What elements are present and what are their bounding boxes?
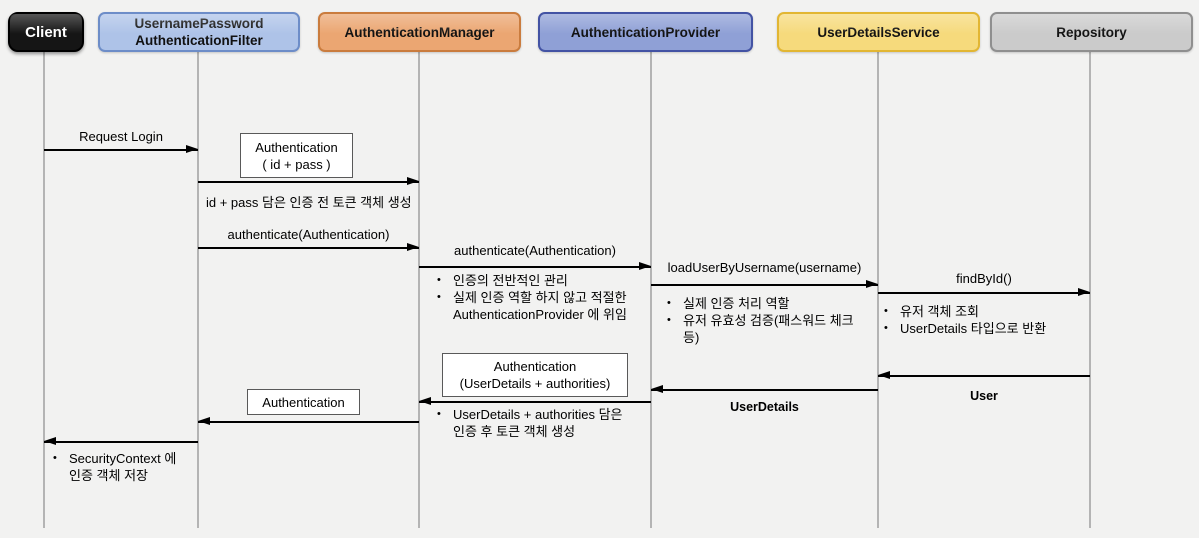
arrow-line [44, 441, 198, 443]
note-item: UserDetails + authorities 담은 인증 후 토큰 객체 … [434, 406, 646, 440]
arrow-head-icon [407, 177, 419, 186]
lifeline-client [43, 51, 45, 528]
note-authentication-user-details: Authentication (UserDetails + authoritie… [442, 353, 628, 397]
arrow-line [651, 389, 878, 391]
note-item: 유저 객체 조회 [881, 303, 1093, 320]
arrow-line [198, 421, 419, 423]
lifeline-repo [1089, 51, 1091, 528]
label-return-user: User [970, 389, 998, 403]
bullet-icon [434, 272, 453, 289]
participant-authentication-manager: AuthenticationManager [318, 12, 521, 52]
label-authenticate-to-provider: authenticate(Authentication) [454, 243, 616, 258]
arrow-head-icon [198, 417, 210, 426]
participant-repository: Repository [990, 12, 1193, 52]
note-line: (UserDetails + authorities) [459, 376, 611, 391]
bullet-icon [664, 312, 683, 329]
note-item: 인증의 전반적인 관리 [434, 272, 652, 289]
arrow-head-icon [44, 437, 56, 446]
caption-pre-token: id + pass 담은 인증 전 토큰 객체 생성 [206, 195, 412, 210]
participant-authentication-provider: AuthenticationProvider [538, 12, 753, 52]
note-item: 실제 인증 처리 역할 [664, 295, 882, 312]
arrow-head-icon [407, 243, 419, 252]
note-item: UserDetails 타입으로 반환 [881, 320, 1093, 337]
participant-filter-label-line1: UsernamePassword [134, 16, 264, 31]
bullet-icon [664, 295, 683, 312]
bullet-icon [881, 320, 900, 337]
arrow-head-icon [866, 280, 878, 289]
participant-user-details-service: UserDetailsService [777, 12, 980, 52]
note-text: 실제 인증 처리 역할 [683, 296, 790, 311]
label-request-login: Request Login [79, 129, 163, 144]
note-item: SecurityContext 에 인증 객체 저장 [50, 450, 220, 484]
participant-client: Client [8, 12, 84, 52]
participant-repo-label: Repository [1056, 24, 1127, 40]
arrow-head-icon [419, 397, 431, 406]
lifeline-filter [197, 51, 199, 528]
bullet-icon [434, 289, 453, 306]
arrow-line [419, 401, 651, 403]
arrow-head-icon [878, 371, 890, 380]
participant-provider-label: AuthenticationProvider [570, 24, 721, 40]
note-text: UserDetails + authorities 담은 인증 후 토큰 객체 … [453, 407, 623, 439]
note-text: 인증의 전반적인 관리 [453, 273, 568, 288]
arrow-line [44, 149, 198, 151]
arrow-head-icon [186, 145, 198, 154]
lifeline-manager [418, 51, 420, 528]
bullet-icon [50, 450, 69, 467]
note-line: Authentication [493, 359, 577, 374]
label-return-user-details: UserDetails [730, 400, 799, 414]
participant-manager-label: AuthenticationManager [344, 24, 495, 40]
lifeline-provider [650, 51, 652, 528]
arrow-head-icon [651, 385, 663, 394]
note-line: Authentication [262, 394, 345, 410]
notes-manager: 인증의 전반적인 관리 실제 인증 역할 하지 않고 적절한 Authentic… [434, 272, 652, 323]
notes-uds: 유저 객체 조회 UserDetails 타입으로 반환 [881, 303, 1093, 337]
participant-authentication-filter: UsernamePassword AuthenticationFilter [98, 12, 300, 52]
note-text: UserDetails 타입으로 반환 [900, 321, 1047, 336]
arrow-line [198, 247, 419, 249]
participant-filter-label-line2: AuthenticationFilter [135, 33, 263, 48]
arrow-line [198, 181, 419, 183]
note-authentication: Authentication [247, 389, 360, 415]
lifeline-uds [877, 51, 879, 528]
arrow-line [878, 375, 1090, 377]
participant-client-label: Client [25, 23, 67, 41]
note-text: SecurityContext 에 인증 객체 저장 [69, 451, 177, 483]
label-find-by-id: findById() [956, 271, 1012, 286]
note-line: Authentication [255, 139, 338, 155]
notes-client: SecurityContext 에 인증 객체 저장 [50, 450, 220, 484]
arrow-head-icon [639, 262, 651, 271]
bullet-icon [434, 406, 453, 423]
label-authenticate-to-manager: authenticate(Authentication) [227, 227, 390, 242]
notes-provider: 실제 인증 처리 역할 유저 유효성 검증(패스워드 체크 등) [664, 295, 882, 346]
arrow-line [419, 266, 651, 268]
participant-uds-label: UserDetailsService [817, 24, 940, 40]
arrow-line [651, 284, 878, 286]
note-item: 유저 유효성 검증(패스워드 체크 등) [664, 312, 882, 346]
notes-post-token: UserDetails + authorities 담은 인증 후 토큰 객체 … [434, 406, 646, 440]
note-item: 실제 인증 역할 하지 않고 적절한 AuthenticationProvide… [434, 289, 652, 323]
note-text: 실제 인증 역할 하지 않고 적절한 AuthenticationProvide… [453, 290, 627, 322]
bullet-icon [881, 303, 900, 320]
label-load-user: loadUserByUsername(username) [667, 260, 862, 275]
note-line: ( id + pass ) [262, 156, 331, 172]
note-text: 유저 객체 조회 [900, 304, 979, 319]
arrow-head-icon [1078, 288, 1090, 297]
note-authentication-id-pass: Authentication ( id + pass ) [240, 133, 353, 178]
arrow-line [878, 292, 1090, 294]
note-text: 유저 유효성 검증(패스워드 체크 등) [683, 313, 854, 345]
